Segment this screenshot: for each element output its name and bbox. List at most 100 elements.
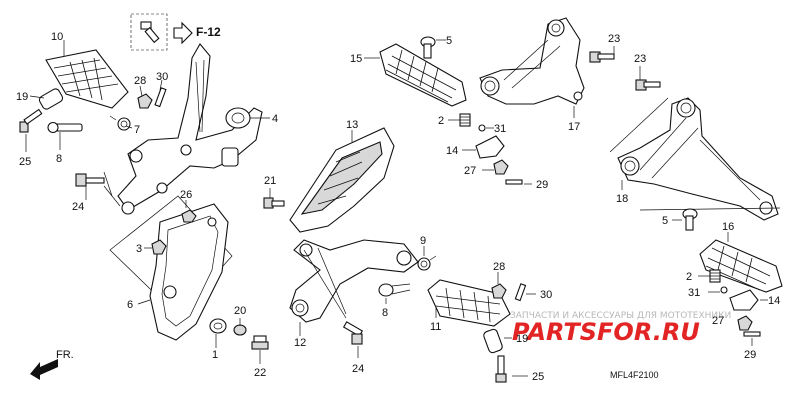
pin-5-upper xyxy=(420,36,446,59)
bolt-23-lower xyxy=(635,66,661,91)
nut-28 xyxy=(137,93,153,109)
nut-26 xyxy=(181,209,197,223)
footpeg-rubber-10 xyxy=(45,49,129,109)
callout-22: 22 xyxy=(254,367,266,379)
bolt-25-center xyxy=(495,355,528,383)
callout-17: 17 xyxy=(568,121,580,133)
callout-20: 20 xyxy=(234,305,246,317)
callout-13: 13 xyxy=(346,119,358,131)
nut-27-upper xyxy=(482,159,509,175)
callout-23-upper: 23 xyxy=(608,33,620,45)
callout-25-left: 25 xyxy=(19,156,31,168)
callout-27-upper: 27 xyxy=(464,165,476,177)
bolt-23-upper xyxy=(589,46,615,63)
collar-3 xyxy=(151,239,167,255)
callout-5-right: 5 xyxy=(662,215,668,227)
reference-bolt-icon xyxy=(140,21,160,44)
plate-14-right xyxy=(729,289,768,311)
watermark-brand: PARTSFOR.RU xyxy=(512,318,700,346)
callout-26: 26 xyxy=(180,189,192,201)
front-direction-indicator: FR. xyxy=(30,349,74,380)
callout-9: 9 xyxy=(420,235,426,247)
heel-guard-assembly xyxy=(109,195,269,364)
callout-31-right: 31 xyxy=(688,287,700,299)
callout-14-upper: 14 xyxy=(446,145,458,157)
callout-7: 7 xyxy=(134,124,140,136)
bolt-21 xyxy=(263,188,285,209)
pin-5-right xyxy=(672,208,698,231)
callout-10: 10 xyxy=(51,31,63,43)
washer-20 xyxy=(233,324,247,336)
callout-19-center: 19 xyxy=(516,333,528,345)
spring-2-right xyxy=(698,269,721,283)
callout-16: 16 xyxy=(722,221,734,233)
plate-14-upper xyxy=(462,135,505,159)
passenger-bracket-17 xyxy=(479,17,585,118)
center-heel-plate-13 xyxy=(289,127,395,233)
callout-2-right: 2 xyxy=(686,271,692,283)
callout-4: 4 xyxy=(272,113,278,125)
spring-7 xyxy=(109,115,131,131)
screw-29-right xyxy=(743,331,761,346)
callout-23-lower: 23 xyxy=(634,53,646,65)
callout-3: 3 xyxy=(136,243,142,255)
callout-2-upper: 2 xyxy=(438,115,444,127)
callout-28-center: 28 xyxy=(493,261,505,273)
callout-8-left: 8 xyxy=(56,153,62,165)
ball-31-right xyxy=(708,286,728,294)
callout-14-right: 14 xyxy=(768,295,780,307)
pin-8-center xyxy=(378,283,411,304)
reference-arrow-icon xyxy=(173,21,193,45)
callout-5-upper: 5 xyxy=(446,35,452,47)
callout-24-center: 24 xyxy=(352,363,364,375)
callout-30-center: 30 xyxy=(540,289,552,301)
callout-15: 15 xyxy=(350,53,362,65)
reference-label: F-12 xyxy=(196,25,221,39)
callout-19-left: 19 xyxy=(16,91,28,103)
callout-1: 1 xyxy=(212,349,218,361)
spring-pin-30 xyxy=(154,87,167,108)
watermark-tagline: ЗАПЧАСТИ И АКСЕССУАРЫ ДЛЯ МОТОТЕХНИКИ xyxy=(510,311,731,321)
spring-2-upper xyxy=(448,113,471,127)
callout-27-right: 27 xyxy=(712,315,724,327)
callout-8-center: 8 xyxy=(382,307,388,319)
spring-9 xyxy=(417,246,437,271)
callout-18: 18 xyxy=(616,193,628,205)
passenger-bracket-18 xyxy=(609,97,781,221)
footpeg-bracket xyxy=(117,43,263,215)
bolt-24-center xyxy=(342,321,364,358)
drawing-code: MFL4F2100 xyxy=(610,370,659,380)
heel-guard-6 xyxy=(149,203,229,341)
rider-footpeg-15 xyxy=(364,43,467,107)
bolt-24-left xyxy=(75,173,105,187)
bolt-22 xyxy=(251,335,269,350)
callout-29-upper: 29 xyxy=(536,179,548,191)
callout-labels: 10 19 25 8 28 30 7 4 24 26 3 6 1 20 22 1… xyxy=(16,31,780,383)
callout-11: 11 xyxy=(430,321,441,333)
passenger-footpeg-11 xyxy=(427,279,511,327)
ball-31-upper xyxy=(478,124,494,132)
collar-19-center xyxy=(483,328,512,354)
callout-28-left: 28 xyxy=(134,75,146,87)
rubber-1 xyxy=(209,318,227,334)
callout-25-center: 25 xyxy=(532,371,544,383)
callout-29-right: 29 xyxy=(744,349,756,361)
callout-21: 21 xyxy=(264,175,276,187)
front-label: FR. xyxy=(56,349,74,361)
callout-30-left: 30 xyxy=(156,71,168,83)
reference-box: F-12 xyxy=(130,13,221,51)
callout-31-upper: 31 xyxy=(494,123,506,135)
bolt-25 xyxy=(19,108,43,133)
collar-19 xyxy=(38,88,64,110)
passenger-footpeg-16 xyxy=(699,232,783,293)
screw-29-upper xyxy=(505,179,532,185)
spring-pin-30-center xyxy=(514,283,536,302)
callout-12: 12 xyxy=(294,337,306,349)
front-arrow-icon xyxy=(30,359,58,380)
callout-24-left: 24 xyxy=(72,201,84,213)
passenger-bracket-12 xyxy=(289,239,419,336)
pin-8 xyxy=(47,121,83,134)
nut-28-center xyxy=(491,272,507,299)
left-rider-footpeg-assembly xyxy=(19,40,270,215)
